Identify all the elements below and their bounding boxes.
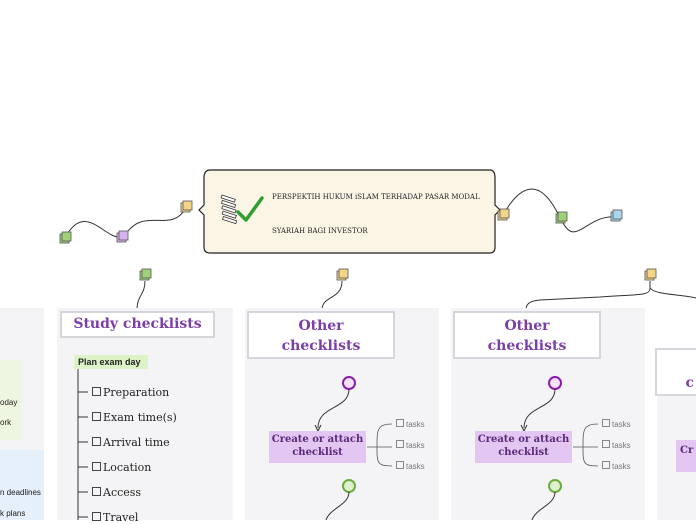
- connector-purple-2: [523, 388, 556, 429]
- study-item-travel[interactable]: Travel: [92, 511, 138, 524]
- marker-orange-left: [180, 200, 193, 213]
- partial-create-box: [676, 440, 696, 472]
- task-item[interactable]: tasks: [602, 419, 631, 429]
- left-partial-text-4: k plans: [0, 509, 26, 518]
- connector-right-1: [502, 188, 561, 219]
- marker-purple: [116, 230, 129, 243]
- create-checklist-node-2[interactable]: Create or attach checklist: [475, 431, 572, 463]
- marker-col3: [644, 268, 657, 281]
- connector-col4: [649, 287, 696, 299]
- marker-green-right: [555, 211, 568, 224]
- marker-col1: [139, 268, 152, 281]
- study-checklists-title[interactable]: Study checklists: [60, 311, 215, 338]
- connector-left-1: [124, 207, 187, 236]
- title-line-1: Other: [504, 318, 550, 334]
- study-checklists-title-text: Study checklists: [73, 316, 202, 332]
- marker-blue: [610, 209, 623, 222]
- task-bracket-1: [367, 423, 393, 467]
- study-item-access[interactable]: Access: [92, 486, 141, 499]
- other-checklists-title-2[interactable]: Other checklists: [453, 311, 601, 359]
- partial-right-title[interactable]: c: [655, 348, 696, 396]
- task-item[interactable]: tasks: [396, 419, 425, 429]
- checkbox-icon[interactable]: [602, 440, 610, 448]
- checkbox-icon[interactable]: [396, 419, 404, 427]
- checklist-icon: [220, 194, 264, 225]
- checkbox-icon[interactable]: [92, 387, 101, 396]
- checkbox-icon[interactable]: [92, 462, 101, 471]
- task-item[interactable]: tasks: [602, 440, 631, 450]
- other-checklists-title-1[interactable]: Other checklists: [247, 311, 395, 359]
- connector-green-2: [531, 491, 556, 520]
- green-node-1: [342, 479, 356, 493]
- marker-col2: [336, 268, 349, 281]
- left-partial-text-3: n deadlines: [0, 488, 41, 497]
- study-list-ticks: [78, 391, 88, 518]
- study-item-exam-times[interactable]: Exam time(s): [92, 411, 177, 424]
- marker-green-left: [59, 231, 72, 244]
- study-item-location[interactable]: Location: [92, 461, 151, 474]
- purple-node-1: [342, 376, 356, 390]
- connector-col2: [321, 280, 343, 311]
- left-partial-text-1: oday: [0, 398, 18, 407]
- left-partial-text-2: ork: [0, 418, 12, 427]
- plan-exam-day-tag[interactable]: Plan exam day: [74, 355, 148, 369]
- central-topic-line1: PERSPEKTIH HUKUM iSLAM TERHADAP PASAR MO…: [272, 193, 480, 201]
- partial-right-title-text: c: [685, 375, 694, 391]
- study-item-arrival-time[interactable]: Arrival time: [92, 436, 170, 449]
- checkbox-icon[interactable]: [396, 440, 404, 448]
- checkbox-icon[interactable]: [92, 437, 101, 446]
- task-item[interactable]: tasks: [396, 461, 425, 471]
- plan-exam-day-label: Plan exam day: [78, 357, 141, 367]
- checkbox-icon[interactable]: [92, 487, 101, 496]
- central-topic-box: [198, 169, 501, 254]
- connector-col3: [525, 281, 651, 311]
- checkbox-icon[interactable]: [396, 461, 404, 469]
- task-bracket-2: [573, 423, 599, 467]
- connector-purple-1: [317, 388, 350, 429]
- connector-right-2: [560, 216, 616, 233]
- title-line-2: checklists: [281, 338, 361, 354]
- create-checklist-node-1[interactable]: Create or attach checklist: [269, 431, 366, 463]
- marker-orange-right: [497, 208, 510, 221]
- left-partial-card: [0, 360, 22, 440]
- central-topic-line2: SYARIAH BAGI INVESTOR: [272, 227, 368, 235]
- connector-green-1: [325, 491, 350, 520]
- connector-col1: [136, 280, 146, 311]
- partial-right-create-text: Cr: [680, 445, 694, 456]
- study-item-preparation[interactable]: Preparation: [92, 386, 169, 399]
- left-partial-card-2: [0, 450, 44, 520]
- title-line-1: Other: [298, 318, 344, 334]
- task-item[interactable]: tasks: [396, 440, 425, 450]
- create-checklist-label-1: Create or attach checklist: [271, 434, 364, 458]
- panel-study: [57, 308, 233, 520]
- checkbox-icon[interactable]: [602, 419, 610, 427]
- checkbox-icon[interactable]: [92, 412, 101, 421]
- connector-left-2: [64, 221, 122, 239]
- task-item[interactable]: tasks: [602, 461, 631, 471]
- checkbox-icon[interactable]: [602, 461, 610, 469]
- create-checklist-label-2: Create or attach checklist: [477, 434, 570, 458]
- purple-node-2: [548, 376, 562, 390]
- green-node-2: [548, 479, 562, 493]
- title-line-2: checklists: [487, 338, 567, 354]
